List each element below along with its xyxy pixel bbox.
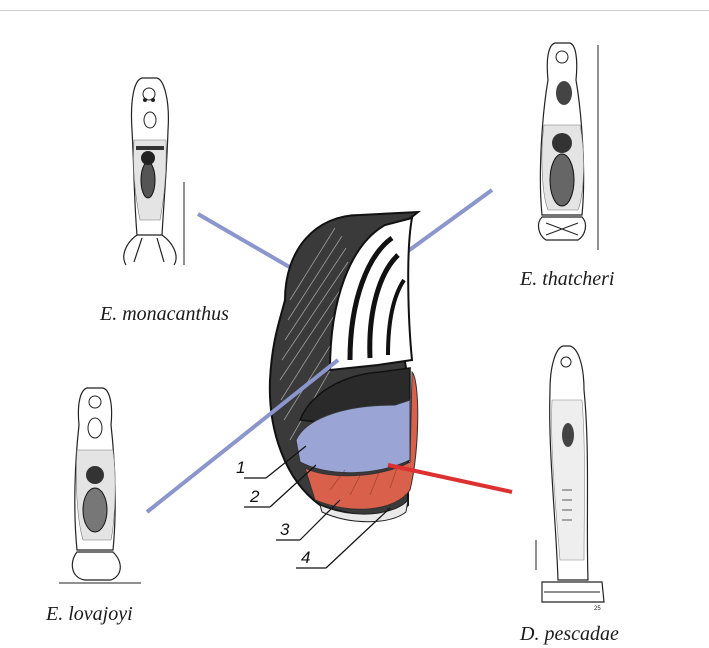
specimen-thatcheri — [520, 35, 610, 260]
specimen-monacanthus — [112, 70, 192, 280]
label-lovajoyi: E. lovajoyi — [46, 603, 133, 626]
svg-text:25: 25 — [594, 606, 601, 612]
label-thatcheri: E. thatcheri — [520, 268, 614, 291]
layer-number-4: 4 — [301, 548, 310, 567]
label-pescadae: D. pescadae — [520, 623, 619, 646]
specimen-pescadae: 25 — [528, 340, 618, 615]
layer-number-1: 1 — [236, 458, 245, 477]
layer-number-3: 3 — [280, 520, 290, 539]
layer-number-2: 2 — [249, 487, 260, 506]
label-monacanthus: E. monacanthus — [100, 303, 229, 326]
specimen-lovajoyi — [55, 380, 145, 590]
